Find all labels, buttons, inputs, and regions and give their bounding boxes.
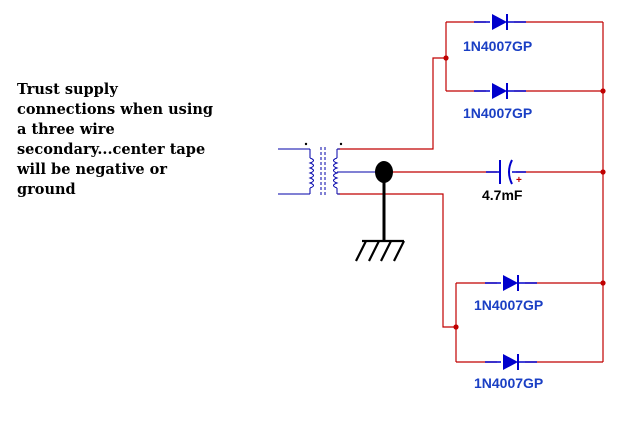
ground-symbol — [355, 239, 405, 262]
wires — [338, 21, 604, 363]
wire-lower-secondary — [338, 193, 456, 328]
diode-4 — [485, 354, 537, 370]
junction-dot — [600, 280, 606, 286]
junction-dot — [443, 55, 449, 61]
diode-4-label: 1N4007GP — [474, 375, 543, 391]
diode-2-label: 1N4007GP — [463, 105, 532, 121]
secondary-dot-mark — [339, 142, 343, 146]
diode-1-label: 1N4007GP — [463, 38, 532, 54]
capacitor-polarity-mark: + — [516, 175, 522, 186]
primary-dot-mark — [304, 142, 308, 146]
wire-upper-secondary — [338, 57, 446, 150]
diode-3 — [485, 275, 537, 291]
junction-dot — [600, 169, 606, 175]
junction-dots — [443, 55, 606, 330]
capacitor-label: 4.7mF — [482, 187, 523, 203]
junction-dot — [453, 324, 459, 330]
capacitor — [486, 159, 526, 185]
diode-1 — [474, 14, 526, 30]
diode-3-label: 1N4007GP — [474, 297, 543, 313]
transformer — [278, 147, 384, 196]
center-tap-node — [375, 161, 393, 183]
diode-2 — [474, 83, 526, 99]
circuit-note: Trust supply connections when using a th… — [17, 81, 214, 198]
junction-dot — [600, 88, 606, 94]
